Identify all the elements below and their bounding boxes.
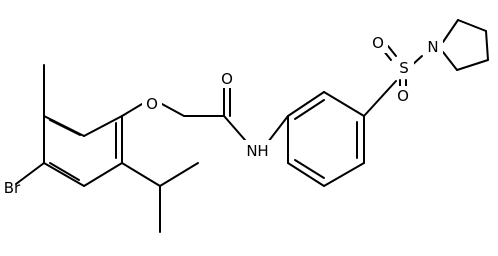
aromatic-inner-bond	[294, 159, 325, 179]
bond	[83, 162, 123, 187]
carbonyl-oxygen-label-background	[218, 70, 236, 88]
bond	[43, 162, 85, 187]
aromatic-inner-bond	[49, 119, 81, 136]
sulfonyl-oxygen-bottom-atom-label: O	[397, 87, 409, 105]
bromine-atom-label: Br	[4, 179, 21, 197]
bond	[83, 115, 123, 137]
amide-nitrogen-label-background	[244, 140, 272, 160]
bond	[287, 91, 325, 117]
sulfur-atom-label: S	[399, 59, 409, 77]
bond	[456, 59, 489, 71]
pyrrolidine-nitrogen-label-background	[423, 37, 443, 57]
aromatic-inner-bond	[49, 162, 80, 181]
amide-bond	[223, 115, 246, 141]
bond	[485, 30, 489, 61]
sulfur-label-background	[394, 58, 414, 78]
bond	[323, 162, 365, 187]
bond	[442, 19, 459, 43]
ether-bond	[121, 103, 143, 117]
carbonyl-oxygen-atom-label: O	[221, 70, 233, 88]
ether-oxygen-label-background	[142, 95, 162, 113]
aromatic-inner-bond	[294, 99, 325, 120]
sulfonyl-oxygen-bottom-label-background	[393, 86, 413, 106]
bond	[287, 162, 325, 187]
aryl-sulfonyl-bond	[363, 80, 397, 117]
isopropyl-bond	[159, 162, 199, 187]
bond	[457, 19, 487, 32]
amide-hydrogen-atom-label: H	[257, 142, 268, 160]
sulfonyl-oxygen-top-atom-label: O	[372, 34, 384, 52]
amide-n-aryl-bond	[267, 115, 289, 143]
sulfonyl-o-double-bond	[387, 45, 397, 57]
isopropyl-bond	[121, 162, 161, 187]
bond	[442, 51, 458, 71]
bromo-bond	[15, 162, 45, 185]
bond-layer	[15, 19, 489, 233]
atom-label-layer: Br O O N H S O O N	[4, 33, 443, 197]
sulfonyl-oxygen-top-label-background	[368, 33, 388, 53]
ether-bond	[161, 103, 185, 117]
bond	[323, 91, 365, 117]
ether-oxygen-atom-label: O	[146, 95, 158, 113]
pyrrolidine-nitrogen-atom-label: N	[427, 38, 438, 56]
amide-nitrogen-atom-label: N	[246, 142, 257, 160]
